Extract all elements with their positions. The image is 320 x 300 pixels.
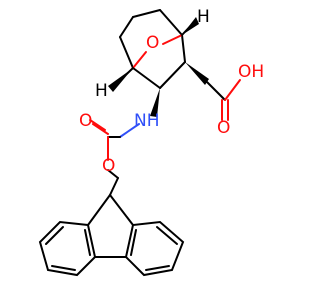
atom-label-hydrogen-top: H [197, 7, 210, 27]
atom-label-hydroxyl: OH [238, 62, 264, 82]
wedge-c3-h [108, 68, 133, 92]
bond-carbamate-o-double-b [92, 123, 109, 135]
fluorene-left-double-1 [45, 226, 64, 245]
molecule-structure: O OH O NH O O H H [38, 7, 264, 277]
wedge-c1-h [182, 17, 199, 35]
bond-c2-c1 [159, 61, 186, 89]
atom-label-ester-oxygen: O [102, 156, 115, 176]
fluorene-left-ring [38, 220, 97, 277]
wedge-c1-acid [185, 62, 209, 85]
fluorene-right-ring [124, 220, 185, 277]
bond-c4-c3 [119, 36, 134, 69]
structure-canvas: O OH O NH O O H H [38, 7, 265, 277]
bond-ch2-ch [109, 177, 119, 196]
bond-c6-c5 [132, 9, 161, 18]
bond-o-ch2 [107, 169, 119, 179]
bond-n-c-carbamate [119, 123, 140, 138]
bond-cooh-oh [224, 79, 241, 101]
bond-c1-c6 [159, 9, 183, 36]
bond-c3-c2 [132, 67, 161, 89]
bond-c-cooh [206, 81, 226, 101]
stereo-wedges [108, 17, 209, 117]
atom-labels: O OH O NH O O H H [79, 7, 264, 176]
fluorene-c9-left [87, 194, 111, 226]
fluorene-right-double-3 [130, 229, 137, 256]
atom-label-hydrogen-left: H [95, 81, 108, 101]
atom-label-acid-carbonyl-oxygen: O [217, 118, 230, 138]
bond-c1-c7 [181, 34, 186, 63]
atom-label-bridge-oxygen: O [146, 33, 159, 53]
bond-c3-o-bridge [132, 51, 147, 69]
fluorene-left-double-3 [84, 229, 91, 256]
wedge-c2-n [150, 88, 160, 117]
fluorene-left-double-2 [51, 265, 76, 271]
bond-carbamate-o-double-a [89, 119, 106, 131]
fluorene-c9-right [109, 194, 134, 226]
carbamate-group [89, 119, 140, 196]
fluorene-right-double-1 [156, 226, 178, 245]
bond-c5-c4 [119, 16, 134, 38]
bond-c7-o-bridge [162, 34, 183, 45]
atom-label-nh: NH [134, 111, 160, 131]
carboxylic-acid-group [206, 79, 241, 121]
fluorene-right-double-2 [145, 265, 170, 271]
fluorene-group [38, 194, 185, 277]
atom-label-carbamate-carbonyl-oxygen: O [79, 111, 92, 131]
